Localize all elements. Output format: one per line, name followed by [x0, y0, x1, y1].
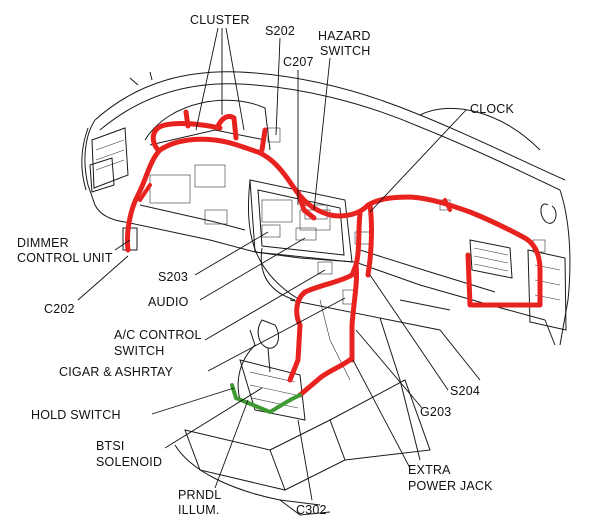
label-dimmer-line2: CONTROL UNIT: [17, 251, 113, 265]
callout-labels: CLUSTER S202 HAZARD SWITCH C207 CLOCK DI…: [17, 13, 515, 517]
label-hold-switch: HOLD SWITCH: [31, 408, 121, 422]
label-cigar-ashtray: CIGAR & ASHRTAY: [59, 365, 174, 379]
label-hazard-switch-line1: HAZARD: [318, 29, 371, 43]
label-c202: C202: [44, 302, 75, 316]
label-audio: AUDIO: [148, 295, 189, 309]
main-harness: [125, 109, 543, 398]
label-c207: C207: [283, 55, 314, 69]
label-s204: S204: [450, 384, 480, 398]
label-cluster: CLUSTER: [190, 13, 250, 27]
label-prndl-line2: ILLUM.: [178, 503, 220, 517]
ground-wire: [230, 383, 302, 415]
label-s202: S202: [265, 24, 295, 38]
label-extra-power-line2: POWER JACK: [408, 479, 493, 493]
label-prndl-line1: PRNDL: [178, 488, 221, 502]
label-ac-control-line1: A/C CONTROL: [114, 328, 202, 342]
label-ac-control-line2: SWITCH: [114, 344, 165, 358]
label-btsi-line2: SOLENOID: [96, 455, 162, 469]
label-extra-power-line1: EXTRA: [408, 463, 451, 477]
label-hazard-switch-line2: SWITCH: [320, 44, 371, 58]
label-c302: C302: [296, 503, 327, 517]
label-s203: S203: [158, 270, 188, 284]
label-clock: CLOCK: [470, 102, 515, 116]
leader-lines: [77, 27, 467, 501]
label-btsi-line1: BTSI: [96, 439, 125, 453]
label-dimmer-line1: DIMMER: [17, 236, 69, 250]
label-g203: G203: [420, 405, 451, 419]
